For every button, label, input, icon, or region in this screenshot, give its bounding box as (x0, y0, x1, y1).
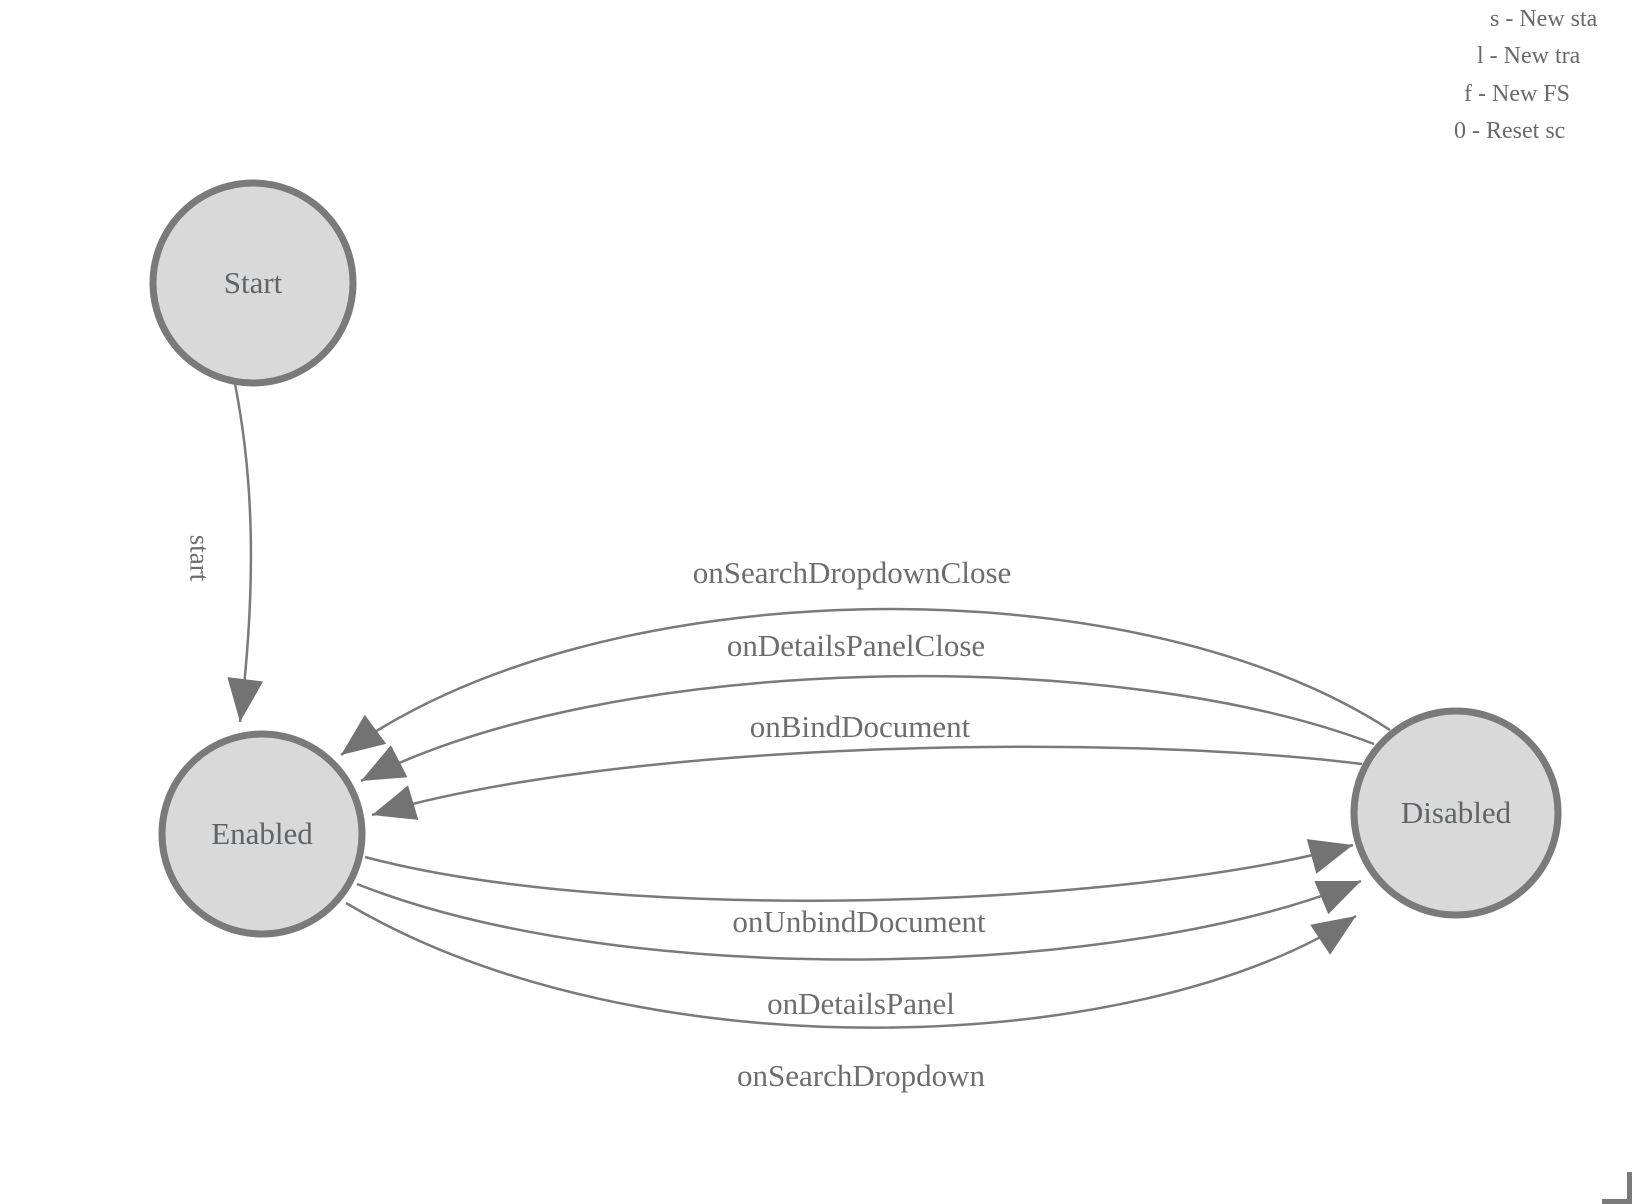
transition-edge-onDetailsPanelClose[interactable] (360, 674, 1375, 783)
transition-edge-onBindDocument[interactable] (371, 745, 1363, 820)
transition-label-start[interactable]: start (184, 534, 215, 582)
state-node-start[interactable] (149, 179, 357, 387)
transition-edge-onSearchDropdown[interactable] (345, 901, 1357, 1029)
transition-edge-onSearchDropdownClose[interactable] (340, 607, 1391, 757)
transition-label-onBindDocument[interactable]: onBindDocument (749, 709, 971, 744)
transition-label-onDetailsPanelClose[interactable]: onDetailsPanelClose (726, 628, 986, 663)
transition-edge-onDetailsPanel[interactable] (356, 879, 1362, 961)
transition-label-onSearchDropdownClose[interactable]: onSearchDropdownClose (692, 555, 1012, 590)
canvas-corner-bracket (1602, 1172, 1632, 1204)
transition-label-onDetailsPanel[interactable]: onDetailsPanel (767, 986, 955, 1021)
legend-line-reset: 0 - Reset sc (1454, 118, 1566, 144)
legend-line-new-fsm: f - New FS (1464, 81, 1570, 107)
state-node-enabled[interactable] (158, 730, 366, 938)
transition-label-onUnbindDocument[interactable]: onUnbindDocument (732, 904, 986, 939)
transition-edge-start[interactable] (227, 383, 264, 723)
transition-edge-onUnbindDocument[interactable] (364, 839, 1354, 902)
legend-line-new-state: s - New sta (1490, 6, 1598, 32)
legend-line-new-transition: l - New tra (1477, 43, 1581, 69)
transition-label-onSearchDropdown[interactable]: onSearchDropdown (737, 1058, 985, 1093)
state-node-disabled[interactable] (1350, 707, 1562, 919)
